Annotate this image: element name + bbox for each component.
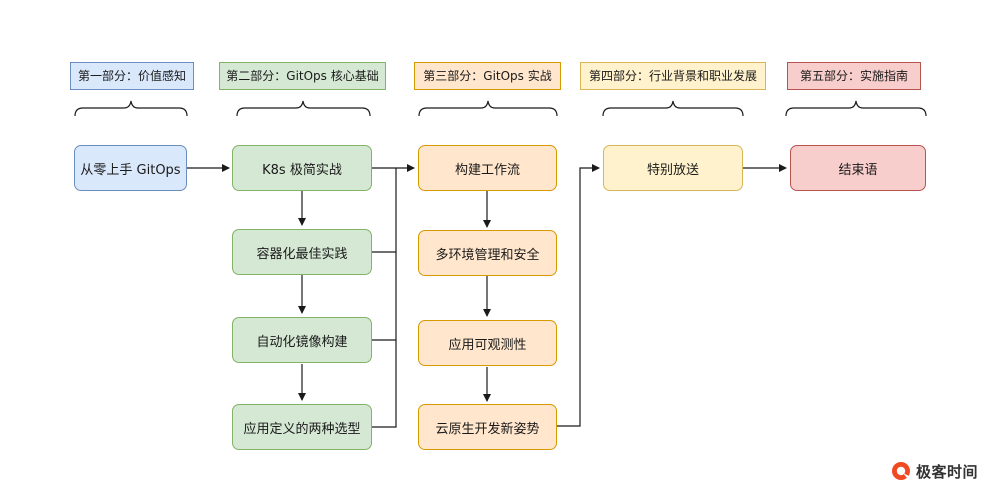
node-multi-env-security: 多环境管理和安全 [418, 230, 557, 276]
node-container-best-practice: 容器化最佳实践 [232, 229, 372, 275]
brace-2 [236, 100, 371, 117]
part-label-3: 第三部分：GitOps 实战 [414, 62, 561, 90]
part-label-4: 第四部分：行业背景和职业发展 [580, 62, 766, 90]
node-image-build: 自动化镜像构建 [232, 317, 372, 363]
brace-group [74, 100, 927, 117]
part-label-5: 第五部分：实施指南 [787, 62, 921, 90]
part-label-2: 第二部分：GitOps 核心基础 [219, 62, 386, 90]
node-closing: 结束语 [790, 145, 926, 191]
node-cloud-native-dev: 云原生开发新姿势 [418, 404, 557, 450]
brace-4 [602, 100, 744, 117]
edge-merge-bus [372, 168, 397, 428]
node-special-release: 特别放送 [603, 145, 743, 191]
node-observability: 应用可观测性 [418, 320, 557, 366]
part-label-1: 第一部分：价值感知 [70, 62, 194, 90]
edge-cloudnative-to-special [557, 164, 600, 427]
brace-3 [418, 100, 558, 117]
brace-5 [785, 100, 927, 117]
node-k8s-practice: K8s 极简实战 [232, 145, 372, 191]
node-app-definition: 应用定义的两种选型 [232, 404, 372, 450]
node-build-workflow: 构建工作流 [418, 145, 557, 191]
geektime-logo-icon [892, 462, 910, 480]
brand-name: 极客时间 [916, 462, 979, 481]
brace-1 [74, 100, 188, 117]
node-gitops-intro: 从零上手 GitOps [74, 145, 187, 191]
brand-logo: 极客时间 [891, 458, 978, 484]
